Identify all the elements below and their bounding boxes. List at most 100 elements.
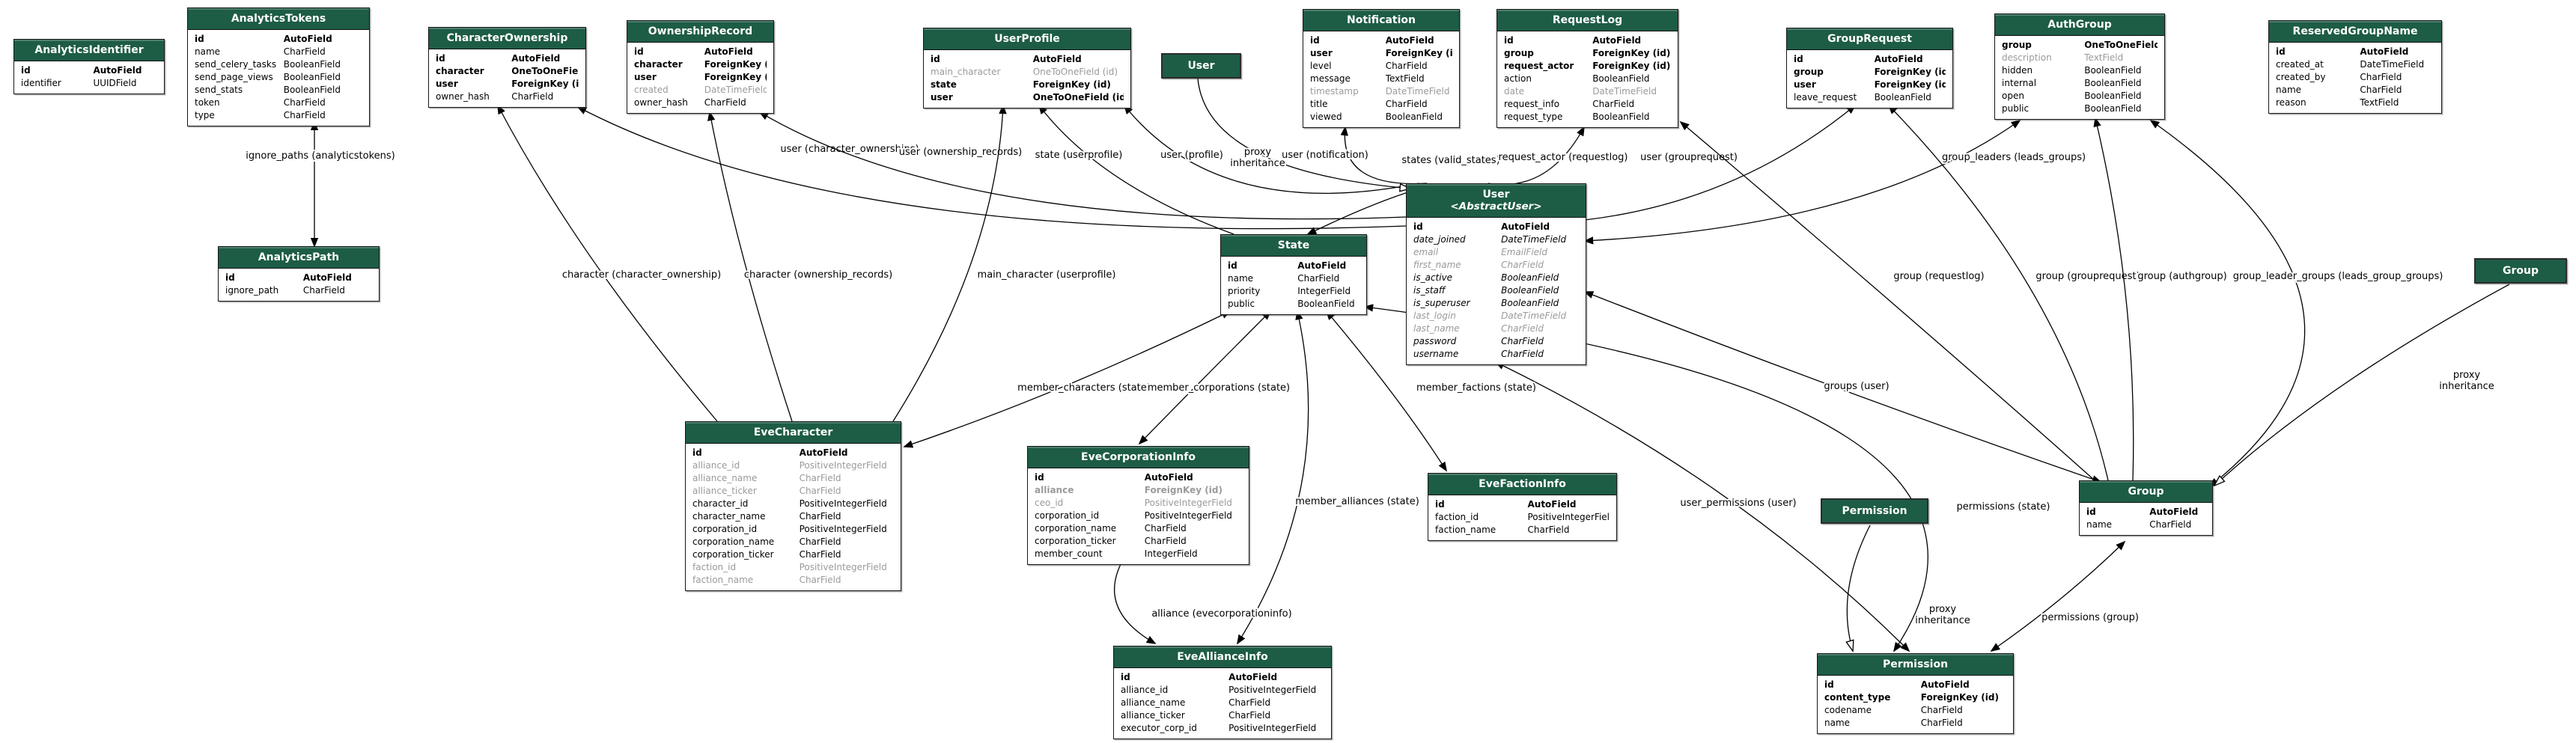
field-name: name	[1228, 273, 1254, 284]
entity-header: AnalyticsIdentifier	[14, 40, 164, 61]
field-type: TextField	[1385, 73, 1425, 84]
field-type: ForeignKey (id)	[704, 59, 767, 70]
field-name: created	[634, 85, 669, 95]
field-type: CharField	[799, 575, 841, 585]
entity-header: UserProfile	[924, 28, 1130, 50]
field-name: email	[1413, 247, 1439, 257]
entity-title: AnalyticsPath	[258, 251, 340, 263]
field-name: corporation_name	[1035, 523, 1117, 533]
edge-label-user_profile: user (profile)	[1160, 150, 1223, 161]
field-name: leave_request	[1794, 92, 1857, 103]
edge-label-groups_user: groups (user)	[1824, 381, 1889, 392]
field-type: AutoField	[2149, 507, 2199, 517]
entity-title: OwnershipRecord	[648, 25, 753, 37]
field-name: is_active	[1413, 272, 1453, 283]
relationship-member_factions_state	[1325, 310, 1447, 472]
field-name: id	[1504, 35, 1514, 46]
field-type: AutoField	[1592, 35, 1642, 46]
entity-title: EveCorporationInfo	[1081, 451, 1196, 463]
field-type: DateTimeField	[704, 85, 767, 95]
field-name: request_info	[1504, 99, 1560, 109]
field-type: CharField	[1144, 536, 1187, 546]
entity-title: Permission	[1842, 505, 1907, 517]
field-type: TextField	[2084, 52, 2124, 63]
field-name: title	[1310, 99, 1328, 109]
field-name: ceo_id	[1035, 498, 1064, 508]
edge-label-request_actor_requestlog: request_actor (requestlog)	[1499, 152, 1628, 163]
entity-header: AnalyticsTokens	[188, 8, 369, 30]
relationship-group_authgroup	[2093, 117, 2134, 481]
field-type: CharField	[1592, 99, 1635, 109]
field-type: UUIDField	[93, 78, 137, 88]
field-name: content_type	[1824, 692, 1891, 703]
entity-permission_proxy: Permission	[1821, 498, 1928, 524]
field-type: PositiveIntegerField	[799, 460, 887, 471]
field-type: BooleanField	[1501, 285, 1559, 296]
field-type: EmailField	[1501, 247, 1547, 257]
edge-label-member_factions_state: member_factions (state)	[1416, 382, 1536, 394]
field-name: last_name	[1413, 323, 1460, 334]
field-type: ForeignKey (id)	[704, 72, 767, 82]
field-type: AutoField	[704, 46, 753, 57]
field-name: send_celery_tasks	[195, 59, 277, 70]
field-name: character	[634, 59, 683, 70]
entity-title: AnalyticsIdentifier	[34, 44, 144, 56]
field-type: OneToOneField (id)	[1032, 92, 1124, 103]
field-type: CharField	[799, 536, 841, 547]
field-name: faction_id	[692, 562, 737, 572]
field-name: owner_hash	[634, 97, 688, 108]
field-type: PositiveIntegerField	[799, 562, 887, 572]
field-name: id	[692, 447, 702, 458]
field-name: name	[195, 46, 221, 57]
edge-label-character_ownership_records: character (ownership_records)	[744, 269, 892, 281]
relationship-group_proxy_inheritance	[2214, 284, 2510, 486]
field-name: id	[1824, 679, 1834, 690]
field-name: corporation_name	[692, 536, 775, 547]
entity-header: OwnershipRecord	[627, 21, 773, 43]
field-type: AutoField	[799, 447, 848, 458]
field-name: internal	[2002, 78, 2037, 88]
field-type: CharField	[2360, 85, 2402, 95]
field-type: CharField	[1920, 705, 1963, 715]
field-type: IntegerField	[1144, 548, 1198, 559]
field-type: CharField	[1385, 61, 1428, 71]
field-type: BooleanField	[1501, 298, 1559, 308]
field-name: alliance_id	[692, 460, 740, 471]
field-name: id	[1794, 54, 1803, 64]
relationship-group_leader_groups	[2149, 119, 2306, 488]
field-name: id	[21, 65, 31, 76]
relationship-group_leaders_leads_groups	[1583, 119, 2021, 245]
